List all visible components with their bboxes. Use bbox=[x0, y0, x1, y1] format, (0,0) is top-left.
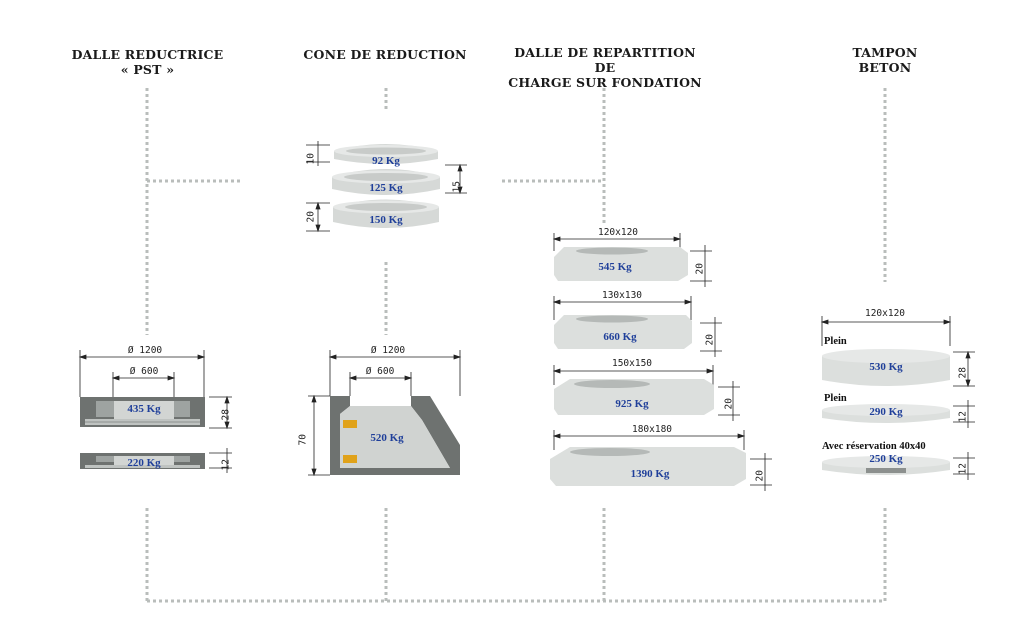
cone-ring-weight-3: 150 Kg bbox=[369, 214, 403, 226]
tampon-beton-drawing bbox=[820, 316, 975, 480]
dalle-repartition-height-1: 20 bbox=[694, 263, 706, 275]
dalle-reductrice-height-1: 28 bbox=[220, 409, 232, 421]
title-cone-reduction: CONE DE REDUCTION bbox=[303, 47, 467, 62]
dalle-repartition-height-3: 20 bbox=[723, 398, 735, 410]
tampon-lid-weight-1: 530 Kg bbox=[869, 361, 903, 373]
dalle-repartition-weight-4: 1390 Kg bbox=[630, 468, 670, 480]
tampon-lid-weight-3: 250 Kg bbox=[869, 453, 903, 465]
tampon-lid-weight-2: 290 Kg bbox=[869, 406, 903, 418]
title-tampon-beton-line1: TAMPON bbox=[852, 45, 918, 60]
tampon-lid-label-2: Plein bbox=[824, 393, 847, 404]
dalle-reductrice-weight-1: 435 Kg bbox=[127, 403, 161, 415]
dalle-repartition-weight-1: 545 Kg bbox=[598, 261, 632, 273]
title-dalle-repartition-line1: DALLE DE REPARTITION DE bbox=[514, 45, 696, 75]
cone-drawing bbox=[308, 350, 462, 477]
dalle-reductrice-drawing bbox=[78, 350, 232, 473]
cone-rings-drawing bbox=[306, 141, 467, 233]
title-tampon-beton-line2: BETON bbox=[858, 60, 912, 75]
cone-ring-weight-1: 92 Kg bbox=[372, 155, 400, 167]
cone-ring-weight-2: 125 Kg bbox=[369, 182, 403, 194]
cone-dim-inner: Ø 600 bbox=[365, 366, 395, 377]
dalle-repartition-size-2: 130x130 bbox=[601, 290, 643, 301]
cone-dim-outer: Ø 1200 bbox=[370, 345, 406, 356]
title-dalle-reductrice-line1: DALLE REDUCTRICE bbox=[71, 47, 224, 62]
dalle-repartition-weight-3: 925 Kg bbox=[615, 398, 649, 410]
tampon-lid-height-1: 28 bbox=[957, 367, 969, 379]
dalle-repartition-drawing bbox=[550, 233, 772, 491]
dalle-reductrice-dim-outer: Ø 1200 bbox=[127, 345, 163, 356]
title-tampon-beton: TAMPON BETON bbox=[835, 45, 935, 75]
tampon-lid-label-3: Avec réservation 40x40 bbox=[822, 441, 926, 452]
dalle-reductrice-dim-inner: Ø 600 bbox=[129, 366, 159, 377]
dalle-repartition-height-2: 20 bbox=[704, 334, 716, 346]
tampon-lid-label-1: Plein bbox=[824, 336, 847, 347]
dalle-repartition-height-4: 20 bbox=[754, 470, 766, 482]
cone-height: 70 bbox=[297, 434, 309, 446]
title-dalle-repartition: DALLE DE REPARTITION DE CHARGE SUR FONDA… bbox=[505, 45, 705, 90]
cone-weight: 520 Kg bbox=[370, 432, 404, 444]
cone-ring-height-1: 10 bbox=[305, 153, 317, 165]
dalle-reductrice-height-2: 12 bbox=[220, 459, 232, 471]
dalle-reductrice-weight-2: 220 Kg bbox=[127, 457, 161, 469]
dalle-repartition-size-1: 120x120 bbox=[597, 227, 639, 238]
tampon-beton-size: 120x120 bbox=[864, 308, 906, 319]
dalle-repartition-weight-2: 660 Kg bbox=[603, 331, 637, 343]
cone-ring-height-2: 15 bbox=[451, 181, 463, 193]
tampon-lid-height-3: 12 bbox=[957, 463, 969, 475]
cone-ring-height-3: 20 bbox=[305, 211, 317, 223]
title-dalle-reductrice-line2: « PST » bbox=[120, 62, 175, 77]
dalle-repartition-size-4: 180x180 bbox=[631, 424, 673, 435]
tampon-lid-height-2: 12 bbox=[957, 411, 969, 423]
dalle-repartition-size-3: 150x150 bbox=[611, 358, 653, 369]
title-dalle-repartition-line2: CHARGE SUR FONDATION bbox=[508, 75, 702, 90]
title-dalle-reductrice: DALLE REDUCTRICE « PST » bbox=[60, 47, 235, 77]
